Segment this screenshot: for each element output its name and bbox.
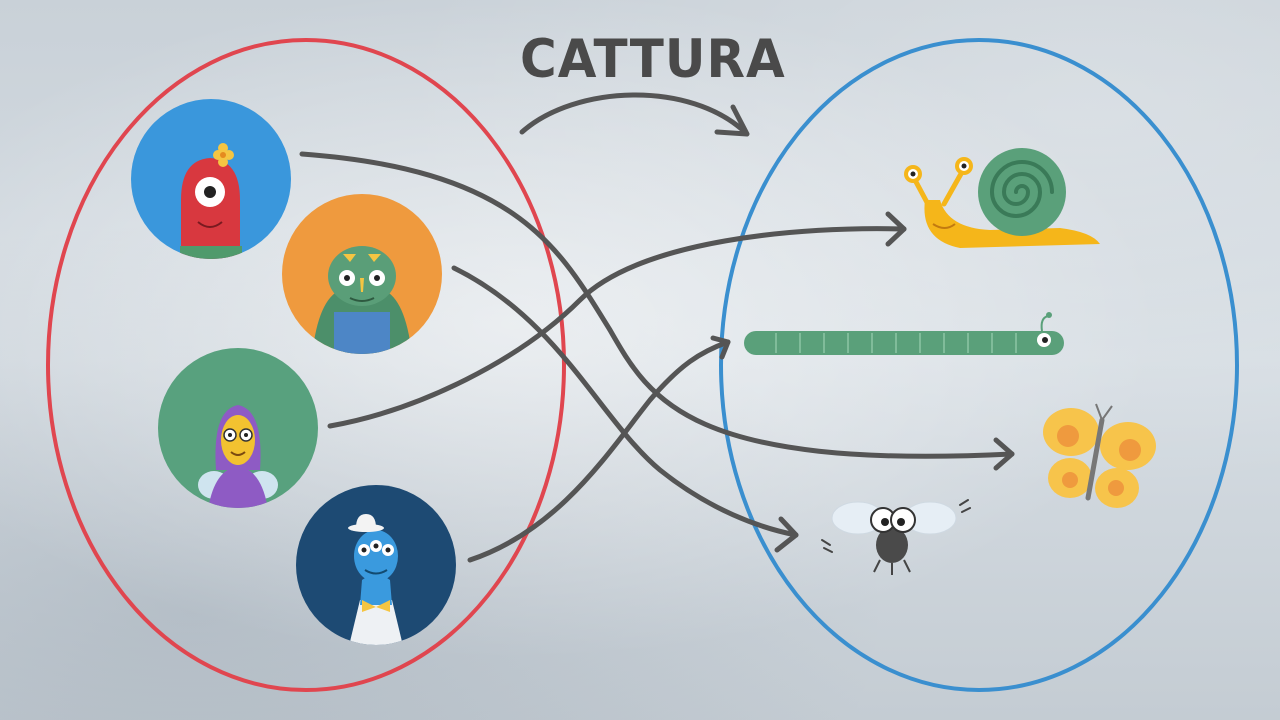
predator-avatar-green-ogre	[282, 194, 442, 354]
arrow-green-ogre-to-fly	[451, 265, 799, 553]
snail-icon	[904, 148, 1100, 248]
predator-avatar-blue-monster	[296, 485, 456, 645]
butterfly-icon	[1043, 403, 1156, 508]
flower-icon	[213, 143, 234, 167]
title-arrow	[519, 92, 750, 137]
prey-set-ellipse	[719, 38, 1239, 692]
arrow-fairy-to-snail	[327, 211, 907, 429]
diagram-title: CATTURA	[520, 28, 786, 90]
predator-set-ellipse	[46, 38, 566, 692]
fly-icon	[821, 499, 971, 575]
predator-avatar-red-monster	[131, 99, 291, 259]
predator-avatar-fairy	[158, 348, 318, 508]
worm-icon	[744, 312, 1064, 355]
arrow-red-monster-to-butterfly	[299, 151, 1015, 471]
arrow-blue-monster-to-worm	[467, 335, 731, 563]
